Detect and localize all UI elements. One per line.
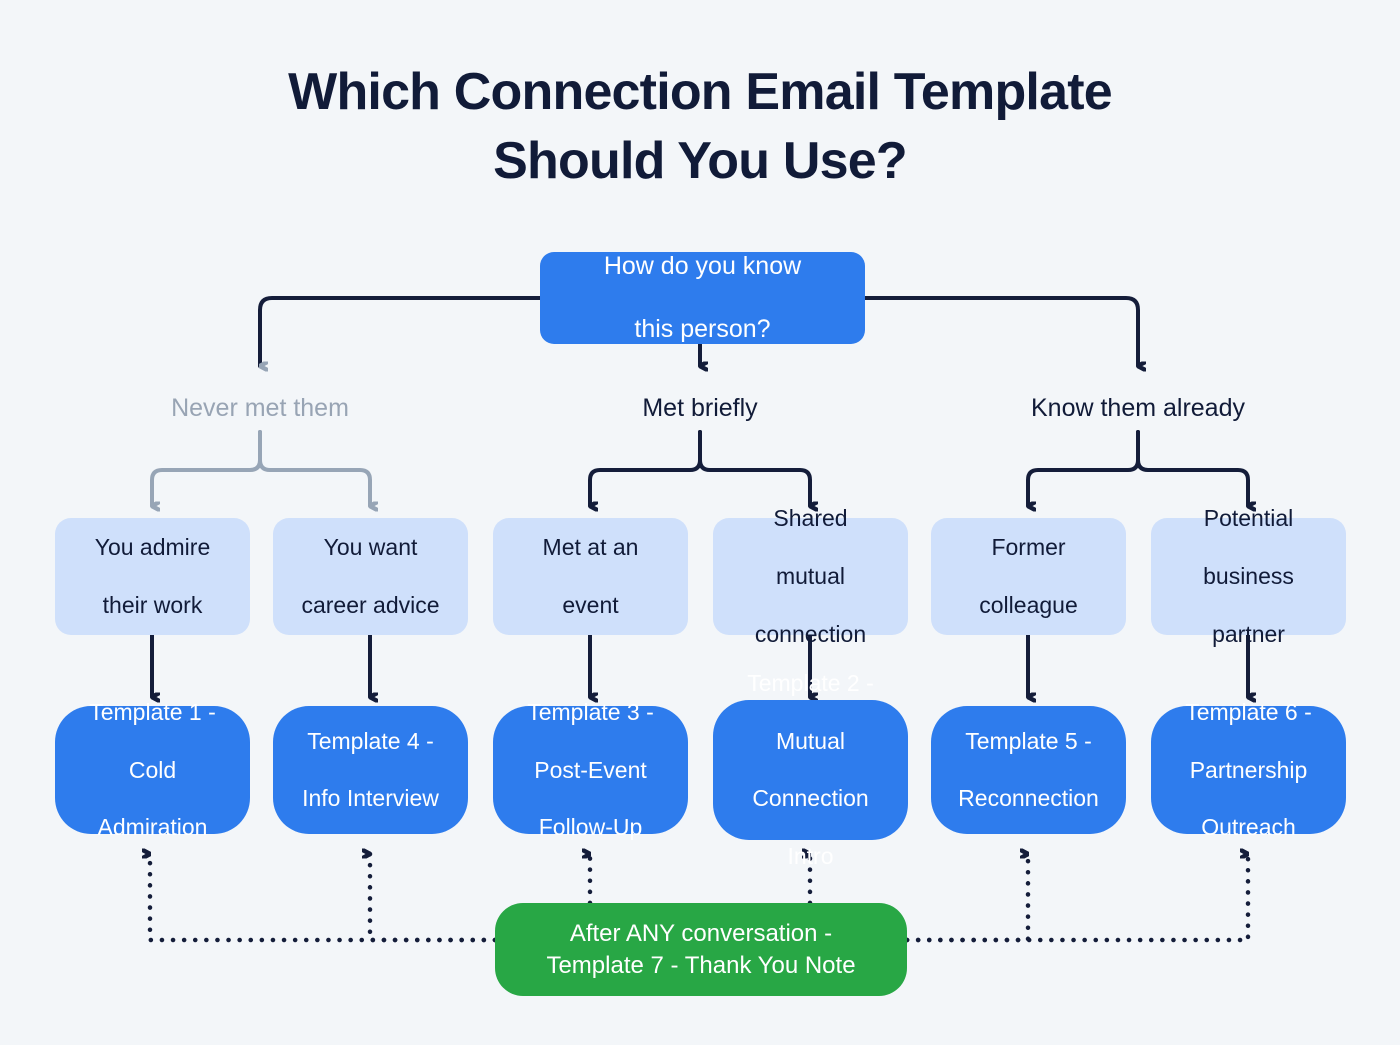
- template-node-5-reconnection[interactable]: Template 5 - Reconnection: [931, 706, 1126, 834]
- wire-fork-never-met-them: [150, 430, 370, 506]
- option-2-line-1: Met at an: [542, 534, 639, 561]
- template-node-6-partnership-outreach[interactable]: Template 6 - Partnership Outreach: [1151, 699, 1346, 840]
- template-node-2-mutual-connection-intro[interactable]: Template 2 - Mutual Connection Intro: [713, 670, 908, 869]
- root-question-node[interactable]: How do you know this person?: [540, 252, 865, 344]
- template-0-line-2: Cold: [128, 756, 177, 783]
- option-1-line-2: career advice: [301, 591, 440, 618]
- wire-root-to-know-them-already: [863, 296, 1138, 366]
- option-5-line-2: business: [1203, 563, 1294, 590]
- root-line-2: this person?: [634, 314, 771, 343]
- template-3-line-4: Intro: [787, 843, 834, 870]
- option-3-line-2: mutual: [775, 563, 846, 590]
- final-line-1: After ANY conversation -: [569, 920, 833, 948]
- template-3-line-2: Mutual: [775, 727, 846, 754]
- template-3-line-1: Template 2 -: [747, 669, 874, 696]
- template-0-line-3: Admiration: [97, 814, 208, 841]
- template-5-line-1: Template 6 -: [1185, 698, 1312, 725]
- template-0-line-1: Template 1 -: [89, 698, 216, 725]
- catch-all-node-thank-you-note[interactable]: After ANY conversation - Template 7 - Th…: [495, 903, 907, 996]
- wire-root-to-never-met-them: [258, 296, 542, 366]
- option-node-former-colleague[interactable]: Former colleague: [931, 518, 1126, 635]
- template-4-line-2: Reconnection: [958, 785, 1099, 812]
- template-2-line-3: Follow-Up: [538, 814, 643, 841]
- option-0-line-1: You admire: [94, 534, 211, 561]
- option-0-line-2: their work: [102, 591, 203, 618]
- title-line-2: Should You Use?: [493, 131, 907, 190]
- page-title: Which Connection Email Template Should Y…: [0, 58, 1400, 195]
- wire-fork-met-briefly: [588, 430, 810, 506]
- option-node-career-advice[interactable]: You want career advice: [273, 518, 468, 635]
- template-2-line-1: Template 3 -: [527, 698, 654, 725]
- option-2-line-2: event: [562, 591, 619, 618]
- branch-label-met-briefly: Met briefly: [642, 394, 758, 422]
- final-line-2: Template 7 - Thank You Note: [546, 951, 856, 979]
- option-node-shared-mutual-connection[interactable]: Shared mutual connection: [713, 505, 908, 647]
- branch-label-know-them-already: Know them already: [1030, 394, 1245, 422]
- option-node-met-at-an-event[interactable]: Met at an event: [493, 518, 688, 635]
- template-node-1-cold-admiration[interactable]: Template 1 - Cold Admiration: [55, 699, 250, 840]
- template-node-4-info-interview[interactable]: Template 4 - Info Interview: [273, 706, 468, 834]
- template-node-3-post-event-follow-up[interactable]: Template 3 - Post-Event Follow-Up: [493, 699, 688, 840]
- template-1-line-2: Info Interview: [302, 785, 439, 812]
- template-2-line-2: Post-Event: [534, 756, 647, 783]
- option-3-line-1: Shared: [773, 505, 848, 532]
- option-4-line-1: Former: [991, 534, 1066, 561]
- option-1-line-1: You want: [323, 534, 418, 561]
- option-node-potential-business-partner[interactable]: Potential business partner: [1151, 505, 1346, 647]
- title-line-1: Which Connection Email Template: [288, 63, 1112, 121]
- template-5-line-2: Partnership: [1189, 756, 1308, 783]
- branch-label-never-met-them: Never met them: [171, 394, 349, 422]
- option-node-admire-their-work[interactable]: You admire their work: [55, 518, 250, 635]
- template-1-line-1: Template 4 -: [307, 727, 434, 754]
- template-5-line-3: Outreach: [1201, 814, 1296, 841]
- option-5-line-3: partner: [1212, 620, 1285, 647]
- option-5-line-1: Potential: [1203, 505, 1294, 532]
- wire-option-to-template-group: [150, 633, 1248, 697]
- root-line-1: How do you know: [603, 251, 802, 280]
- template-3-line-3: Connection: [752, 785, 869, 812]
- wire-fork-know-them-already: [1026, 430, 1248, 506]
- option-4-line-2: colleague: [979, 591, 1078, 618]
- root-question-text: How do you know this person?: [584, 251, 821, 346]
- option-3-line-3: connection: [754, 620, 867, 647]
- template-4-line-1: Template 5 -: [965, 727, 1092, 754]
